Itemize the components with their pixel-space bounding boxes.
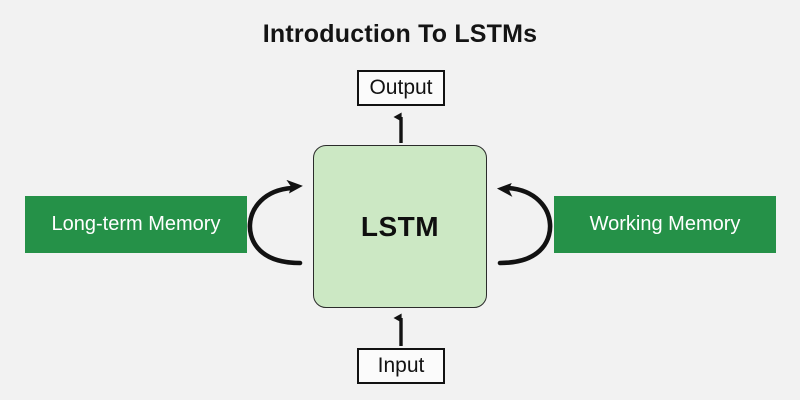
input-node-label: Input — [377, 354, 425, 377]
working-memory-label: Working Memory — [589, 213, 741, 235]
connector-working-memory-loop — [496, 182, 553, 266]
lstm-core-node[interactable]: LSTM — [313, 145, 487, 308]
long-term-memory-label: Long-term Memory — [51, 213, 221, 235]
output-node[interactable]: Output — [357, 70, 445, 106]
output-node-label: Output — [369, 76, 433, 99]
working-memory-node[interactable]: Working Memory — [554, 196, 776, 253]
connector-long-term-memory-loop — [247, 179, 303, 266]
long-term-memory-node[interactable]: Long-term Memory — [25, 196, 247, 253]
page-title: Introduction To LSTMs — [262, 20, 538, 48]
input-node[interactable]: Input — [357, 348, 445, 384]
lstm-core-label: LSTM — [360, 210, 440, 242]
